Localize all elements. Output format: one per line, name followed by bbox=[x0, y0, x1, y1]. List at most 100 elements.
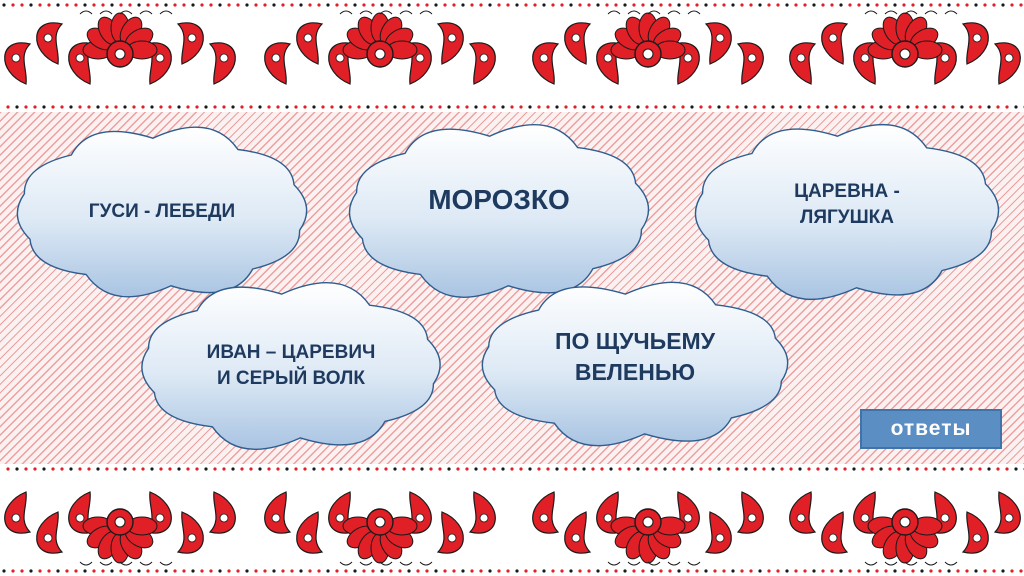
ornament-dot bbox=[533, 569, 537, 573]
ornament-dot bbox=[443, 3, 447, 7]
ornament-dot bbox=[326, 3, 330, 7]
ornament-dot bbox=[141, 105, 145, 109]
ornament-dot bbox=[335, 569, 339, 573]
ornament-dot bbox=[767, 3, 771, 7]
flower-motif bbox=[264, 10, 496, 85]
ornament-dot bbox=[668, 3, 672, 7]
ornament-dot bbox=[875, 3, 879, 7]
ornament-dot bbox=[132, 105, 136, 109]
ornament-dot bbox=[956, 569, 960, 573]
ornament-dot bbox=[317, 3, 321, 7]
ornament-dot bbox=[344, 3, 348, 7]
cloud-gusi-lebedi[interactable]: ГУСИ - ЛЕБЕДИ bbox=[6, 126, 318, 298]
ornament-dot bbox=[38, 569, 42, 573]
ornament-dot bbox=[411, 105, 415, 109]
ornament-dot bbox=[96, 467, 100, 471]
ornament-dot bbox=[591, 467, 595, 471]
ornament-dot bbox=[218, 569, 222, 573]
cloud-tsarevna-lyagushka[interactable]: ЦАРЕВНА - ЛЯГУШКА bbox=[684, 124, 1010, 300]
ornament-dot bbox=[591, 105, 595, 109]
ornament-dot bbox=[501, 105, 505, 109]
ornament-dot bbox=[465, 105, 469, 109]
ornament-dot bbox=[182, 569, 186, 573]
cloud-ivan-tsarevich[interactable]: ИВАН – ЦАРЕВИЧ И СЕРЫЙ ВОЛК bbox=[130, 282, 452, 450]
ornament-dot bbox=[942, 467, 946, 471]
ornament-dot bbox=[726, 467, 730, 471]
ornament-dot bbox=[906, 105, 910, 109]
ornament-dot bbox=[857, 3, 861, 7]
ornament-dot bbox=[15, 105, 19, 109]
ornament-dot bbox=[488, 569, 492, 573]
flower-motif bbox=[264, 491, 496, 566]
ornament-dot bbox=[65, 3, 69, 7]
ornament-dot bbox=[389, 3, 393, 7]
ornament-dot bbox=[650, 569, 654, 573]
ornament-dot bbox=[753, 467, 757, 471]
ornament-dot bbox=[398, 569, 402, 573]
ornament-dot bbox=[281, 569, 285, 573]
ornament-dot bbox=[519, 105, 523, 109]
ornament-dot bbox=[128, 569, 132, 573]
ornament-dot bbox=[510, 105, 514, 109]
ornament-dot bbox=[861, 467, 865, 471]
ornament-dot bbox=[542, 3, 546, 7]
ornament-dot bbox=[15, 467, 19, 471]
ornament-dot bbox=[11, 3, 15, 7]
cloud-outline bbox=[481, 281, 789, 447]
ornament-dot bbox=[353, 3, 357, 7]
ornament-dot bbox=[56, 3, 60, 7]
ornament-dot bbox=[1005, 105, 1009, 109]
ornament-dot bbox=[533, 3, 537, 7]
ornament-dot bbox=[641, 569, 645, 573]
ornament-dot bbox=[717, 105, 721, 109]
ornament-dot bbox=[951, 105, 955, 109]
ornament-dot bbox=[236, 3, 240, 7]
cloud-po-shchuchyemu[interactable]: ПО ЩУЧЬЕМУ ВЕЛЕНЬЮ bbox=[470, 281, 800, 447]
cloud-label: ПО ЩУЧЬЕМУ ВЕЛЕНЬЮ bbox=[554, 327, 716, 385]
cloud-label: ЦАРЕВНА - ЛЯГУШКА bbox=[794, 181, 900, 228]
ornament-dot bbox=[866, 3, 870, 7]
ornament-dot bbox=[6, 105, 10, 109]
ornament-dot bbox=[974, 569, 978, 573]
ornament-dot bbox=[344, 569, 348, 573]
ornament-dot bbox=[222, 105, 226, 109]
ornament-dot bbox=[992, 569, 996, 573]
ornament-dot bbox=[978, 105, 982, 109]
ornament-dot bbox=[560, 3, 564, 7]
cloud-label: МОРОЗКО bbox=[428, 184, 570, 216]
ornament-dot bbox=[290, 569, 294, 573]
ornament-dot bbox=[348, 105, 352, 109]
ornament-dot bbox=[987, 467, 991, 471]
ornament-dot bbox=[717, 467, 721, 471]
ornament-dot bbox=[285, 467, 289, 471]
ornament-dot bbox=[6, 467, 10, 471]
ornament-dot bbox=[672, 105, 676, 109]
ornament-dot bbox=[191, 3, 195, 7]
ornament-dot bbox=[686, 569, 690, 573]
ornament-dot bbox=[416, 569, 420, 573]
ornament-dot bbox=[353, 569, 357, 573]
ornament-dot bbox=[551, 569, 555, 573]
ornament-dot bbox=[807, 467, 811, 471]
ornament-dot bbox=[794, 569, 798, 573]
ornament-dot bbox=[119, 3, 123, 7]
ornament-dot bbox=[839, 569, 843, 573]
ornament-dot bbox=[614, 569, 618, 573]
ornament-dot bbox=[312, 105, 316, 109]
cloud-shape bbox=[694, 124, 1000, 300]
ornament-dot bbox=[56, 569, 60, 573]
cloud-morozko[interactable]: МОРОЗКО bbox=[338, 124, 660, 298]
ornament-dot bbox=[578, 569, 582, 573]
ornament-dot bbox=[956, 3, 960, 7]
answers-button[interactable]: ответы bbox=[860, 409, 1002, 449]
ornament-dot bbox=[339, 105, 343, 109]
ornament-dot bbox=[789, 105, 793, 109]
ornament-dot bbox=[1019, 569, 1023, 573]
ornament-dot bbox=[483, 105, 487, 109]
ornament-dot bbox=[375, 105, 379, 109]
ornament-dot bbox=[843, 105, 847, 109]
ornament-dot bbox=[938, 569, 942, 573]
ornament-dot bbox=[830, 569, 834, 573]
ornament-dot bbox=[744, 105, 748, 109]
ornament-dot bbox=[605, 569, 609, 573]
